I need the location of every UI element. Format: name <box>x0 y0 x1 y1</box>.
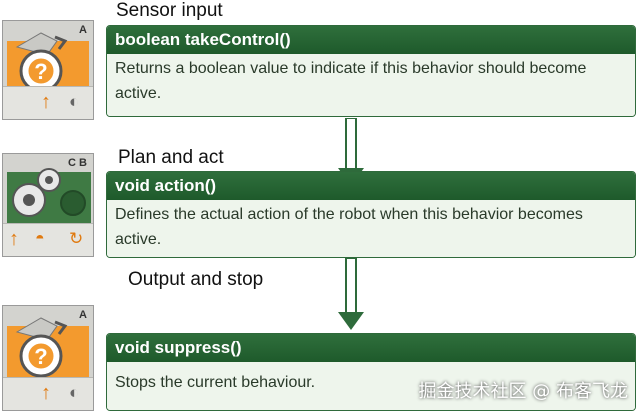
suppress-panel: void suppress() Stops the current behavi… <box>106 333 636 411</box>
method-action: void action() <box>107 172 635 200</box>
port-letter: A <box>79 24 87 36</box>
motor-icon: ◓ <box>35 230 45 247</box>
description-take-control: Returns a boolean value to indicate if t… <box>107 54 635 116</box>
description-suppress: Stops the current behaviour. <box>107 362 635 410</box>
section-label-plan-and-act: Plan and act <box>118 147 224 168</box>
sensor-block[interactable]: A ? ↑ ◐ <box>2 20 94 120</box>
sensor-block[interactable]: A ? ↑ ◐ <box>2 305 94 411</box>
take-control-panel: boolean takeControl() Returns a boolean … <box>106 25 636 117</box>
up-arrow-icon: ↑ <box>41 382 51 404</box>
sensor-gauge-icon: ◐ <box>69 92 80 111</box>
method-take-control: boolean takeControl() <box>107 26 635 54</box>
block-footer: ↑ ◐ <box>3 377 93 410</box>
method-suppress: void suppress() <box>107 334 635 362</box>
port-letter: A <box>79 309 87 321</box>
port-letters: C B <box>68 157 87 169</box>
up-arrow-icon: ↑ <box>9 228 19 250</box>
flow-arrow-2 <box>338 258 364 330</box>
action-block[interactable]: C B ↑ ◓ ↻ <box>2 153 94 257</box>
section-label-output-and-stop: Output and stop <box>128 269 264 290</box>
rotation-icon: ↻ <box>69 229 84 248</box>
watermark: 掘金技术社区 @ 布客飞龙 <box>418 381 628 402</box>
svg-text:?: ? <box>34 59 47 84</box>
svg-text:?: ? <box>34 344 47 369</box>
sensor-gauge-icon: ◐ <box>69 383 80 402</box>
description-action: Defines the actual action of the robot w… <box>107 200 635 257</box>
sensor-block-icon: ? <box>15 317 68 378</box>
block-footer: ↑ ◓ ↻ <box>3 223 93 256</box>
sensor-block-icon: ? <box>15 32 68 93</box>
section-label-sensor-input: Sensor input <box>116 0 223 21</box>
gears-block-icon <box>12 168 86 217</box>
action-panel: void action() Defines the actual action … <box>106 171 636 258</box>
up-arrow-icon: ↑ <box>41 91 51 113</box>
block-footer: ↑ ◐ <box>3 86 93 119</box>
